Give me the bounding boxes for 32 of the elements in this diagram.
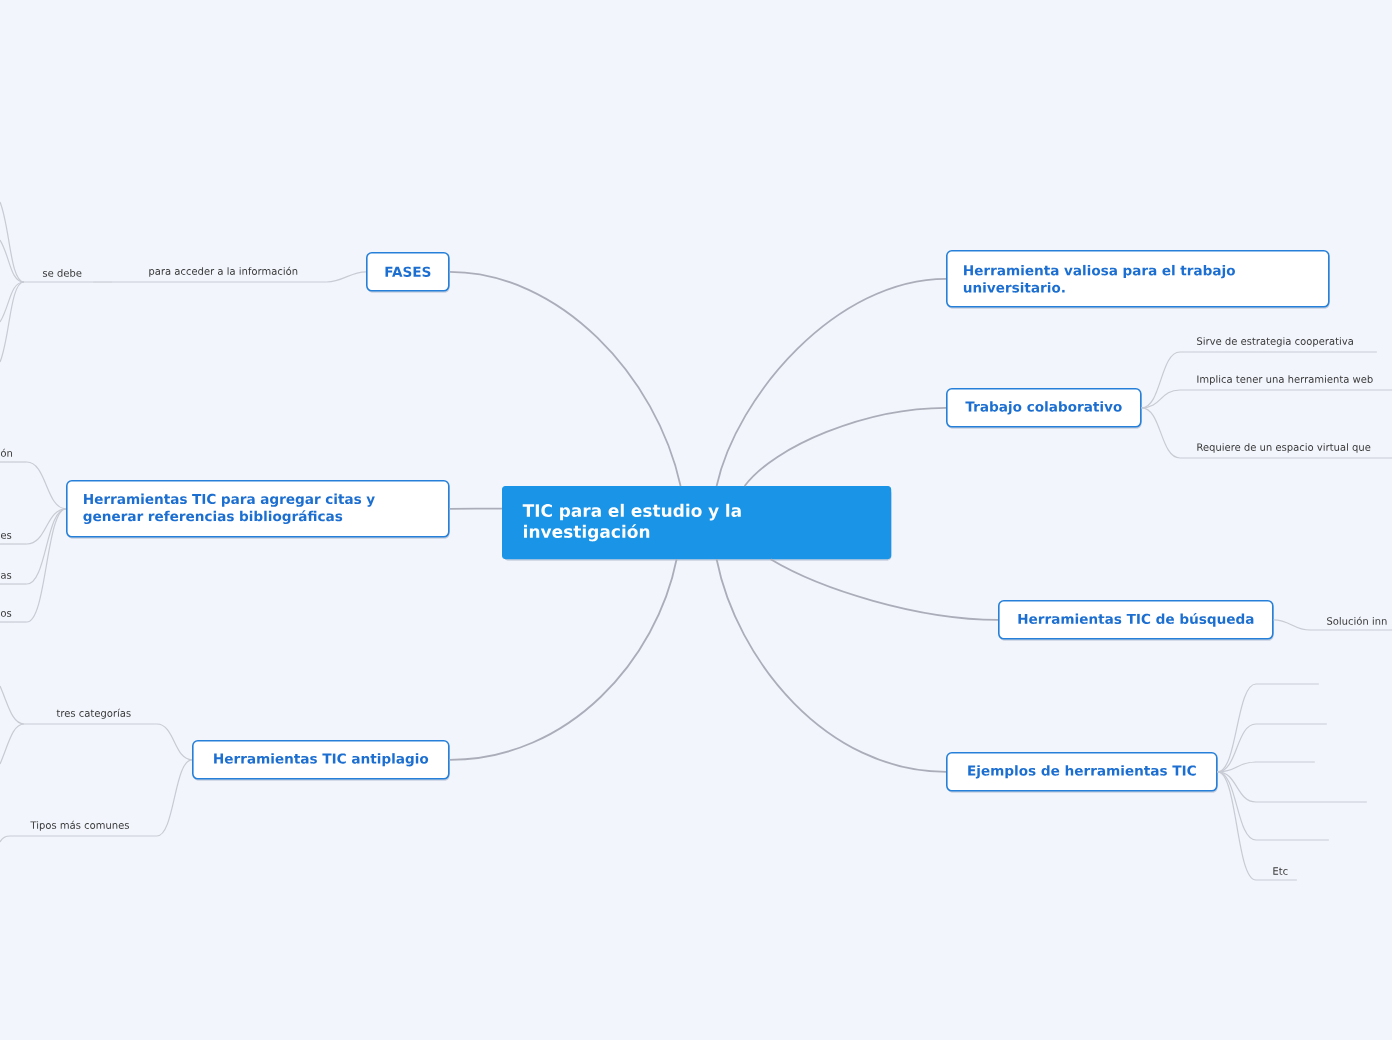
connector-line <box>1217 771 1257 881</box>
connector-line <box>1217 761 1257 773</box>
connector-line <box>1217 683 1257 773</box>
connector-line <box>448 507 503 510</box>
connector-line <box>26 508 67 585</box>
central-topic-box: TIC para el estudio y la investigación <box>502 486 892 561</box>
connector-line <box>326 271 367 283</box>
connector-line <box>1217 771 1257 803</box>
connector-line <box>715 558 947 773</box>
connector-line <box>1141 407 1181 459</box>
connector-line <box>1141 351 1181 409</box>
connector-line <box>1273 619 1311 631</box>
connector-line <box>156 723 193 761</box>
connector-line <box>1217 723 1257 773</box>
connector-line <box>0 281 25 363</box>
connector-line <box>0 685 25 725</box>
connector-line <box>26 508 67 623</box>
connector-line <box>156 759 193 837</box>
connector-line <box>26 461 67 510</box>
connector-line <box>448 558 678 761</box>
connector-line <box>1141 389 1181 409</box>
connector-line <box>715 277 947 487</box>
connector-line <box>0 281 25 323</box>
connector-line <box>743 406 947 487</box>
connector-line <box>26 508 67 545</box>
connector-line <box>448 270 682 487</box>
connector-line <box>0 201 25 283</box>
connector-line <box>769 558 999 621</box>
connector-line <box>1217 771 1257 841</box>
connector-line <box>0 835 11 843</box>
connector-line <box>0 723 25 765</box>
connector-line <box>0 239 25 283</box>
